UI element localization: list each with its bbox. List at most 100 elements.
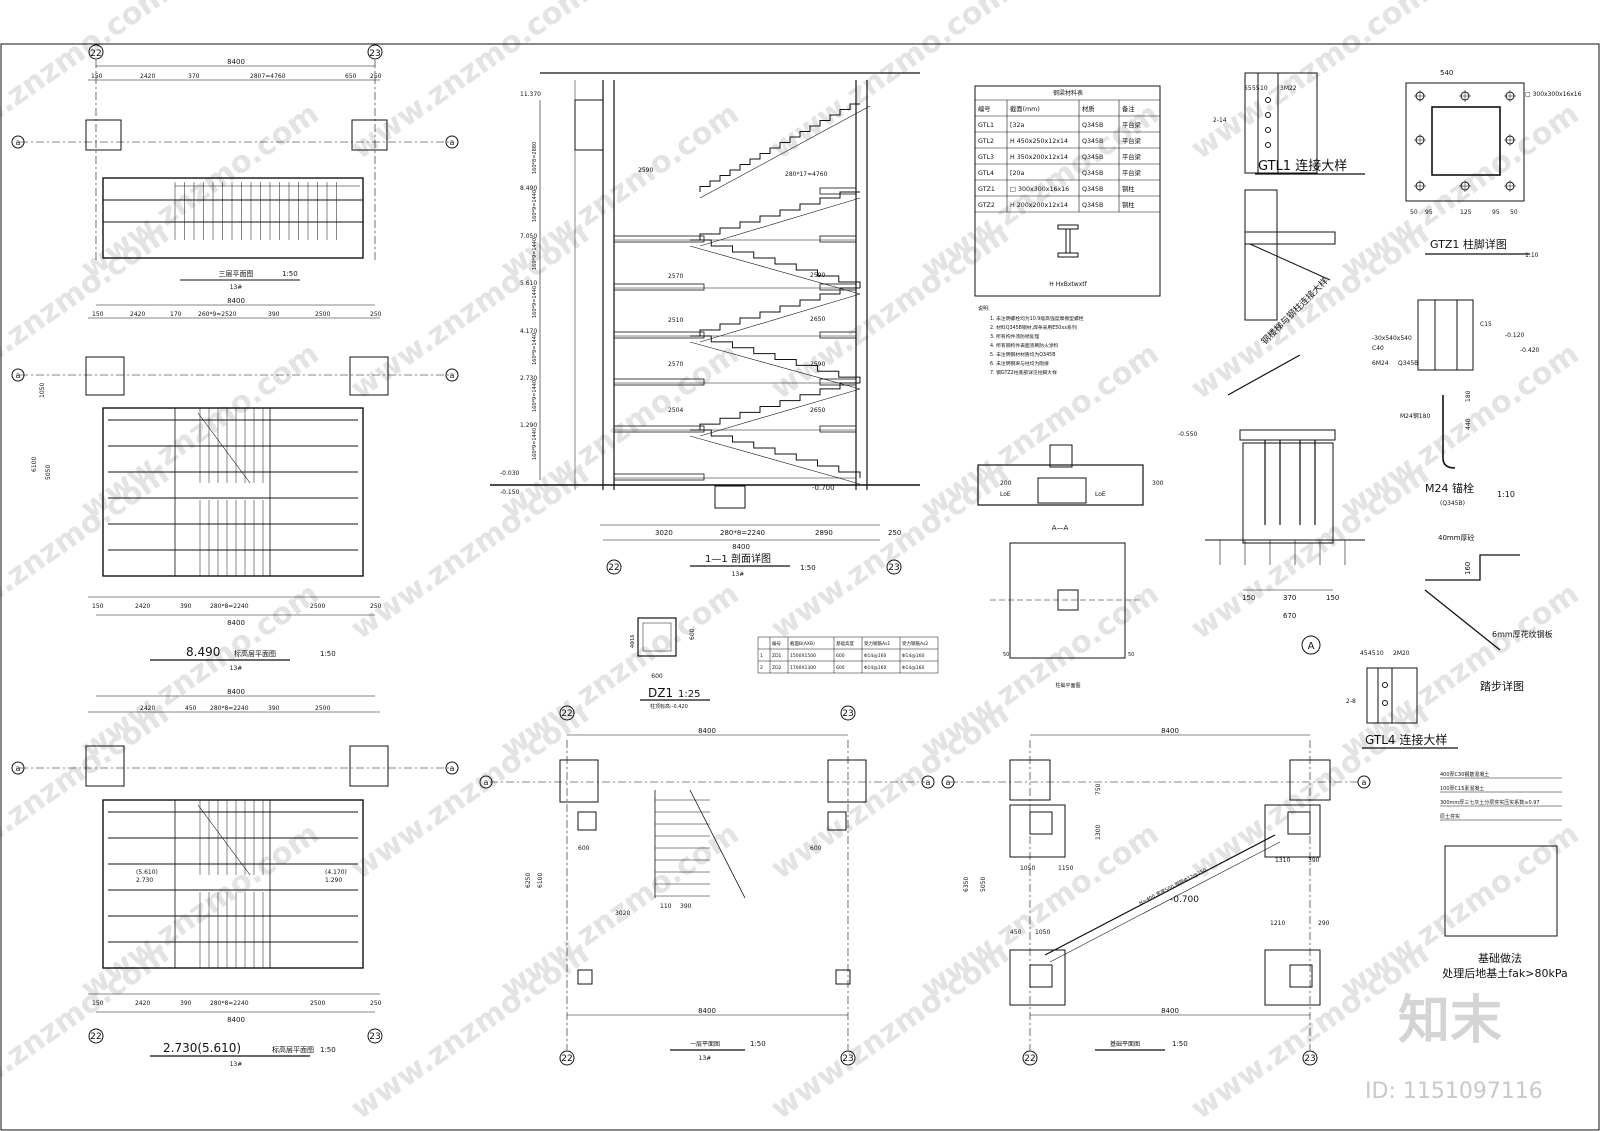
note-item: 3. 所有构件须防锈处理	[990, 333, 1039, 340]
grid-label-a: a	[450, 764, 455, 773]
dim: 540	[1440, 69, 1453, 77]
dim: 2590	[810, 272, 825, 279]
dim: 6100	[31, 457, 38, 472]
plan-scale: 1:50	[320, 1046, 336, 1054]
dim: 370	[1283, 594, 1296, 602]
grid-label-22: 22	[90, 49, 101, 59]
table-cell: Q345B	[1082, 186, 1103, 193]
table-cell: [20a	[1010, 170, 1024, 177]
watermark-text: www.znzmo.com	[0, 456, 175, 646]
table-cell: Φ14@160	[902, 665, 924, 671]
table-cell: GTZ2	[978, 202, 995, 209]
dim: 650	[345, 73, 357, 80]
section-scale: 1:50	[800, 564, 816, 572]
dim: 750	[1095, 783, 1102, 795]
detail-title: DZ1	[648, 686, 673, 700]
dim: 50	[1003, 652, 1009, 658]
third-floor-plan: 22 23 8400 150 2420 370 2807=4760 650 25…	[11, 44, 459, 291]
watermark-text: www.znzmo.com	[1185, 0, 1436, 167]
plan-title: 2.730(5.610)	[163, 1041, 241, 1055]
landing	[613, 283, 705, 291]
dim: 170	[170, 311, 182, 318]
break-line	[197, 412, 251, 484]
stringer	[699, 105, 871, 199]
detail-scale: 1:10	[1525, 252, 1539, 259]
table-cell: GTL2	[978, 138, 994, 145]
elev: -0.700	[812, 484, 835, 492]
column-base-section: C15 C40 -30x540x540 6M24 Q345B -0.120 -0…	[1372, 299, 1540, 371]
elev: 1.290	[520, 422, 537, 429]
foundation-layers: 400厚C30钢筋混凝土100厚C15素混凝土300mm厚三七灰土分层夯实压实系…	[1440, 771, 1568, 980]
table-header: 备注	[1122, 104, 1135, 113]
table-header: 编号	[772, 640, 781, 647]
table-cell: ZD1	[772, 653, 782, 659]
plan-sub: 13#	[230, 1061, 243, 1068]
sheet-border	[0, 43, 1600, 1131]
plan-sub: 13#	[699, 1055, 712, 1062]
h-section-icon	[1057, 224, 1079, 230]
dim: 2M20	[1393, 650, 1410, 657]
table-cell: 600	[836, 653, 845, 659]
dim: 290	[1318, 920, 1330, 927]
elev-label: 1.290	[325, 877, 342, 884]
dim-total: 8400	[227, 619, 245, 627]
section-title: 1—1 剖面详图	[705, 552, 771, 565]
grid-label-22: 22	[1024, 1054, 1035, 1064]
dim: 2590	[638, 167, 653, 174]
dim: 390	[180, 1000, 192, 1007]
note-item: 5. 未注明钢材材质均为Q345B	[990, 351, 1056, 358]
plan-scale: 1:50	[320, 650, 336, 658]
watermark-text: www.znzmo.com	[1185, 216, 1436, 406]
grid-label-a: a	[484, 778, 489, 787]
detail-note: -30x540x540	[1372, 335, 1412, 342]
dim: 2650	[810, 316, 825, 323]
grid-label-23: 23	[369, 49, 380, 59]
dim-total: 8400	[227, 688, 245, 696]
landing	[819, 331, 857, 339]
layer-label: 400厚C30钢筋混凝土	[1440, 771, 1489, 778]
watermark-text: www.znzmo.com	[765, 696, 1016, 886]
table-cell: 1	[760, 653, 763, 659]
elev: 11.370	[520, 91, 541, 98]
stair-flight	[699, 191, 860, 240]
dim: 1310	[1275, 857, 1290, 864]
stair-flight	[699, 103, 860, 192]
landing	[613, 331, 705, 339]
dim: 2510	[668, 317, 683, 324]
detail-title: 基础做法	[1478, 951, 1522, 965]
dim: 670	[1283, 612, 1296, 620]
grid-label-a: a	[450, 371, 455, 380]
dim-total: 8400	[227, 58, 245, 66]
notes-head: 说明:	[978, 305, 990, 312]
dim: 160*9=1440	[532, 238, 538, 270]
stringer	[699, 388, 861, 437]
dim: 390	[180, 603, 192, 610]
dim: 250	[370, 1000, 382, 1007]
dim: 280*8=2240	[210, 1000, 249, 1007]
dim: 5050	[980, 877, 987, 892]
detail-scale: 1:25	[678, 689, 700, 700]
watermark-text: www.znzmo.com	[0, 0, 175, 167]
elev: 5.610	[520, 280, 537, 287]
detail-title: GTL4 连接大样	[1365, 732, 1447, 747]
plan-title: 基础平面图	[1110, 1040, 1140, 1048]
break-line	[197, 804, 251, 876]
grid-label-23: 23	[369, 1032, 380, 1042]
detail-marker: A	[1308, 641, 1315, 652]
dim: 2420	[130, 311, 145, 318]
plan-title: 8.490	[186, 645, 220, 659]
dim: 280*8=2240	[210, 705, 249, 712]
elev: -0.700	[1170, 895, 1199, 905]
dim: 2807=4760	[250, 73, 286, 80]
dim: 600	[689, 628, 696, 640]
dim: 250	[888, 529, 901, 537]
table-cell: Φ14@160	[864, 653, 886, 659]
dim: 6250	[525, 873, 532, 888]
landing	[819, 187, 857, 195]
dim: 250	[370, 311, 382, 318]
table-header: 截面B(AXB)	[790, 640, 815, 647]
grid-label-a: a	[1362, 778, 1367, 787]
first-floor-plan: 22 23 8400 a a 600 3020 110 390 600 6250…	[479, 705, 935, 1066]
note-item: 6. 未注明钢梁与柱均为刚接	[990, 360, 1049, 367]
